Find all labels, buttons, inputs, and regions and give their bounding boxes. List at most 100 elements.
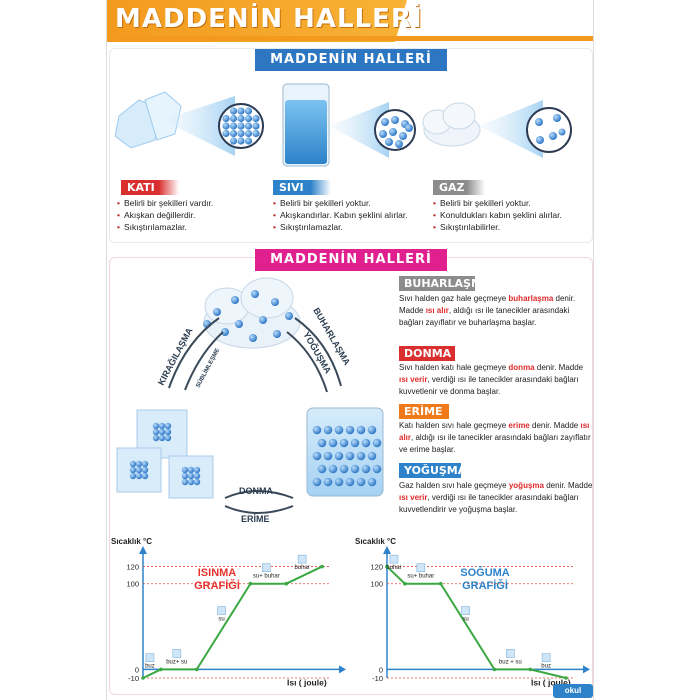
liquid-particle xyxy=(339,464,349,474)
solid-particle xyxy=(244,129,253,138)
solid-particle xyxy=(237,129,245,138)
liquid-particle xyxy=(312,451,322,461)
segment-label: su+ buhar xyxy=(253,574,280,580)
y-tick-label: -10 xyxy=(128,674,139,683)
gas-properties: Belirli bir şekilleri yoktur. Konuldukla… xyxy=(433,197,593,233)
gas-cloud-illustration xyxy=(422,102,481,147)
state-tag-gas: GAZ xyxy=(433,180,485,195)
solid-particle xyxy=(141,460,149,468)
liquid-properties: Belirli bir şekilleri yoktur. Akışkandır… xyxy=(273,197,433,233)
x-axis-label: Isı ( joule) xyxy=(531,677,571,687)
state-icon xyxy=(172,649,182,658)
y-axis-arrow xyxy=(139,546,147,554)
liquid-particle xyxy=(381,118,389,126)
gas-particle xyxy=(271,298,279,306)
liquid-particle xyxy=(356,451,366,461)
brand-logo: okul xyxy=(553,684,593,698)
liquid-particle xyxy=(391,116,399,124)
solid-particle xyxy=(252,129,260,138)
x-axis-arrow xyxy=(583,665,590,674)
chart-title-line1: SOĞUMA xyxy=(460,566,510,579)
solid-properties: Belirli bir şekilleri vardır. Akışkan de… xyxy=(117,197,267,233)
process-text-donma: Sıvı halden katı hale geçmeye donma deni… xyxy=(399,363,584,396)
liquid-particle xyxy=(395,140,403,148)
solid-particle xyxy=(158,422,166,430)
state-icon xyxy=(262,563,271,573)
liquid-particle xyxy=(367,477,377,487)
gas-particle xyxy=(213,308,221,316)
solid-particle xyxy=(152,434,160,442)
data-point xyxy=(141,676,145,680)
solid-particle xyxy=(229,107,238,115)
process-tag-erime: ERİME xyxy=(399,404,449,419)
phase-changes-heading: MADDENİN HALLERİ xyxy=(255,249,447,271)
data-point xyxy=(528,667,533,672)
liquid-particle xyxy=(334,425,344,435)
solid-particle xyxy=(229,122,238,130)
gas-particle xyxy=(235,320,243,328)
solid-particle xyxy=(229,137,238,145)
x-axis-arrow xyxy=(339,665,346,674)
solid-particle xyxy=(164,422,172,430)
liquid-particle xyxy=(361,438,371,448)
data-point xyxy=(320,564,324,569)
process-tag-yogusma: YOĞUŞMA xyxy=(399,463,466,478)
solid-particle xyxy=(252,122,260,130)
solid-particle xyxy=(152,422,160,430)
label-erime: ERİME xyxy=(241,514,270,524)
process-tag-buharlasma: BUHARLAŞMA xyxy=(399,276,490,291)
solid-particle xyxy=(158,428,166,436)
poster-title: MADDENİN HALLERİ xyxy=(115,4,423,34)
solid-property: Belirli bir şekilleri vardır. xyxy=(117,197,267,209)
liquid-particle xyxy=(339,438,349,448)
state-icon xyxy=(297,554,307,564)
solid-property: Sıkıştırılamazlar. xyxy=(117,221,267,233)
solid-particle xyxy=(237,107,245,115)
data-point xyxy=(159,667,163,672)
liquid-particle xyxy=(405,124,413,132)
label-sublimlesme: SÜBLİMLEŞME xyxy=(195,347,222,389)
data-point xyxy=(438,581,443,586)
liquid-particle xyxy=(345,477,355,487)
segment-label: buz xyxy=(541,664,551,670)
solid-particle xyxy=(164,428,172,436)
ice-cubes xyxy=(116,409,214,499)
series-line xyxy=(142,565,323,679)
liquid-property: Akışkandırlar. Kabın şeklini alırlar. xyxy=(273,209,433,221)
liquid-particle xyxy=(350,438,360,448)
gas-particle xyxy=(273,330,281,338)
state-tag-liquid: SIVI xyxy=(273,180,331,195)
segment-label: buz + su xyxy=(499,659,522,665)
state-icon xyxy=(217,606,226,615)
liquid-property: Sıkıştırılamazlar. xyxy=(273,221,433,233)
liquid-particle xyxy=(389,128,397,136)
data-point xyxy=(248,581,253,586)
process-text-erime: Katı halden sıvı hale geçmeye erime deni… xyxy=(399,421,591,454)
liquid-property: Belirli bir şekilleri yoktur. xyxy=(273,197,433,209)
liquid-particle xyxy=(399,132,407,140)
gas-zoom-beam xyxy=(479,100,543,158)
chart-title-line2: GRAFİĞİ xyxy=(462,579,508,592)
chart-title-line1: ISINMA xyxy=(198,567,237,579)
solid-particle xyxy=(252,114,260,123)
solid-particle xyxy=(244,137,253,145)
segment-label: buhar xyxy=(386,565,401,571)
gas-particle xyxy=(285,312,293,320)
gas-particle xyxy=(259,316,267,324)
solid-particle xyxy=(244,107,253,115)
solid-particle xyxy=(222,114,230,123)
solid-particles-circle xyxy=(218,103,264,149)
solid-particle xyxy=(237,122,245,130)
y-tick-label: -10 xyxy=(372,674,383,683)
gas-property: Belirli bir şekilleri yoktur. xyxy=(433,197,593,209)
solid-particle xyxy=(187,466,195,474)
liquid-particle xyxy=(385,138,393,146)
data-point xyxy=(564,676,568,680)
liquid-beaker xyxy=(306,407,384,497)
y-tick-label: 0 xyxy=(135,665,139,674)
chart-title-line2: GRAFİĞİ xyxy=(194,579,240,592)
states-illustrations xyxy=(114,83,572,167)
data-point xyxy=(284,581,289,586)
